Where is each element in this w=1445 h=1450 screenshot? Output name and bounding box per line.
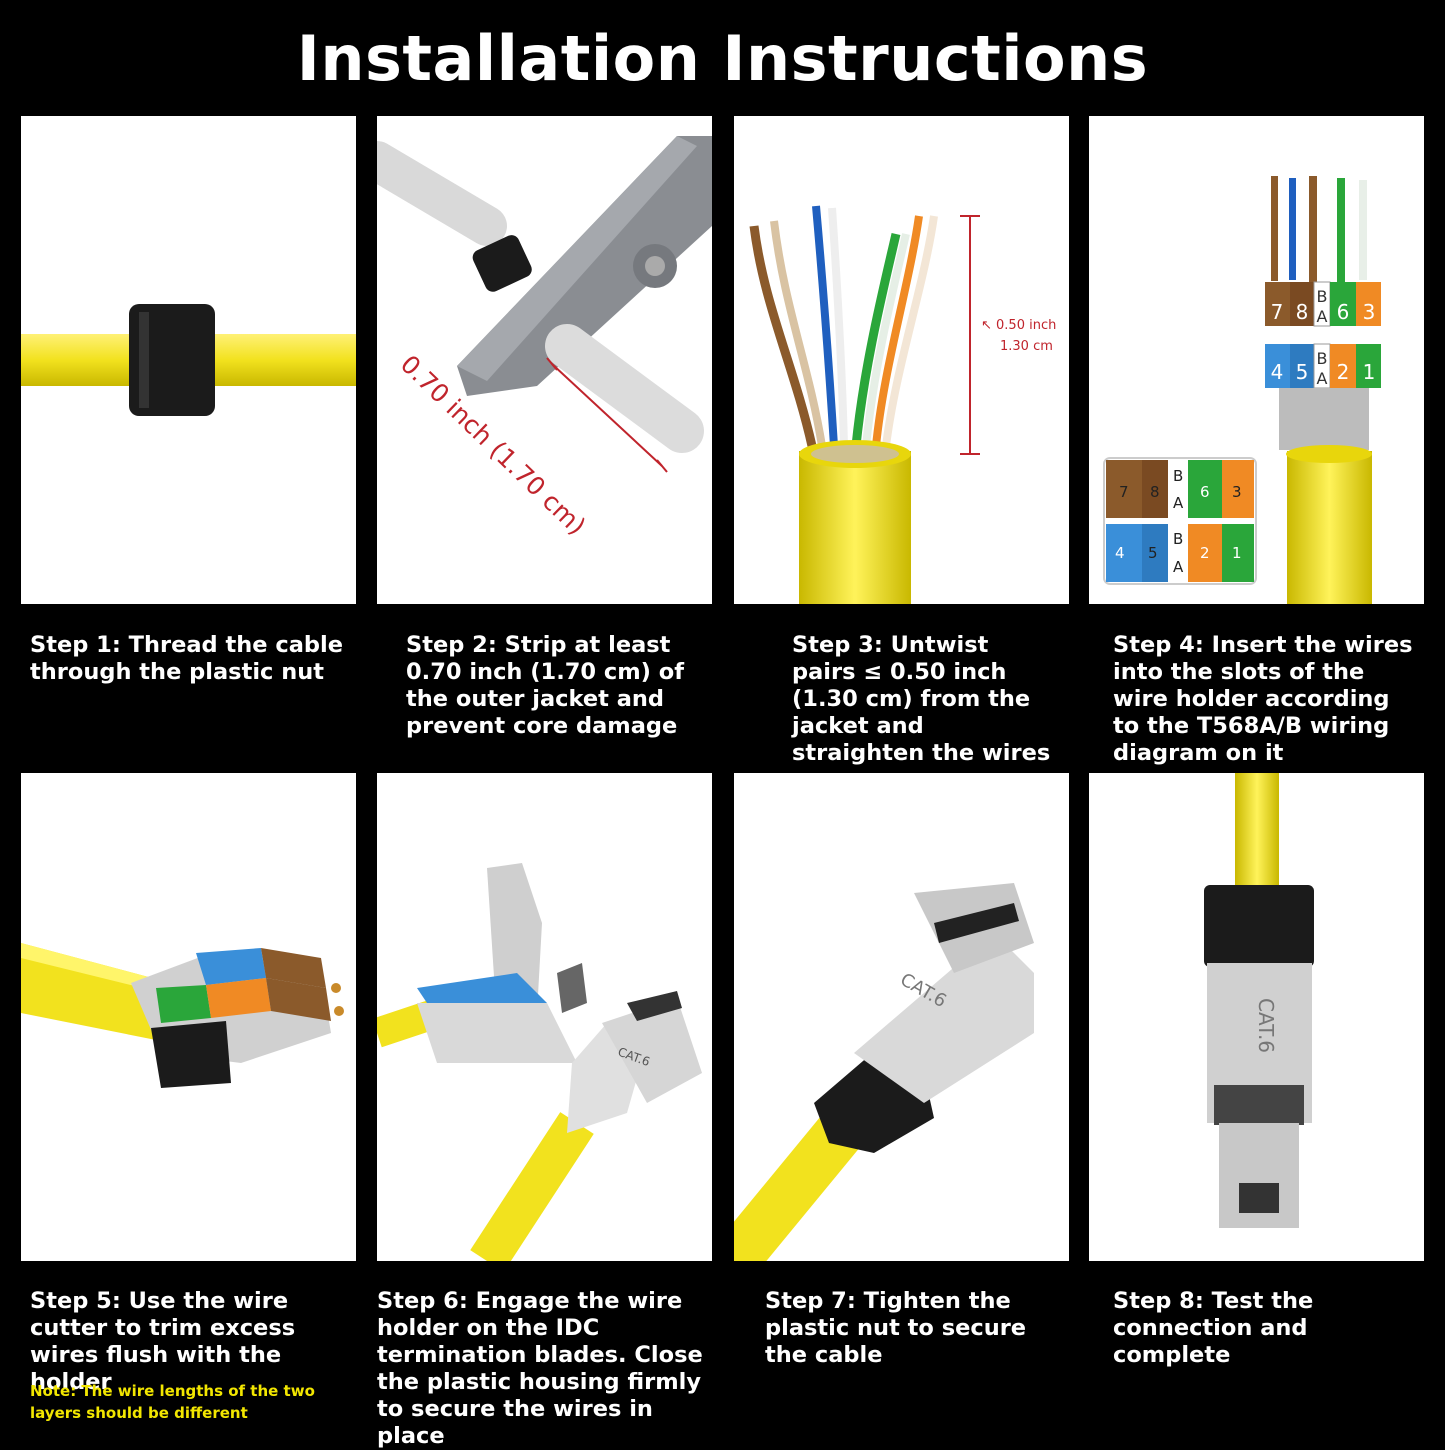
step-8-caption: Step 8: Test the connection and complete: [1113, 1288, 1314, 1368]
svg-text:B: B: [1317, 287, 1328, 306]
step-4-image: 7 8 B A 6 3 4 5 B A 2 1: [1089, 116, 1424, 604]
svg-text:7: 7: [1271, 300, 1284, 324]
step-5-note: Note: The wire lengths of the two layers…: [30, 1382, 315, 1422]
svg-text:B: B: [1317, 349, 1328, 368]
svg-text:5: 5: [1148, 544, 1158, 562]
svg-text:1: 1: [1232, 544, 1242, 562]
svg-text:B: B: [1173, 530, 1183, 548]
step-2-caption: Step 2: Strip at least 0.70 inch (1.70 c…: [406, 632, 685, 739]
svg-text:A: A: [1317, 369, 1328, 388]
svg-text:3: 3: [1363, 300, 1376, 324]
svg-text:8: 8: [1296, 300, 1309, 324]
svg-text:2: 2: [1200, 544, 1210, 562]
step-7-caption: Step 7: Tighten the plastic nut to secur…: [765, 1288, 1027, 1368]
svg-text:7: 7: [1119, 483, 1129, 501]
svg-text:4: 4: [1271, 360, 1284, 384]
step-1-image: [21, 116, 356, 604]
holder-blue: [196, 948, 266, 985]
svg-text:A: A: [1173, 558, 1184, 576]
plastic-nut: [1204, 885, 1314, 967]
svg-text:6: 6: [1337, 300, 1350, 324]
svg-text:3: 3: [1232, 483, 1242, 501]
svg-text:B: B: [1173, 467, 1183, 485]
svg-text:CAT.6: CAT.6: [1254, 998, 1278, 1053]
step-6-image: CAT.6: [377, 773, 712, 1261]
step-8-image: CAT.6: [1089, 773, 1424, 1261]
wire-holder-bottom-row: 4 5 B A 2 1: [1265, 343, 1381, 389]
svg-text:4: 4: [1115, 544, 1125, 562]
step-2-image: 0.70 inch (1.70 cm): [377, 116, 712, 604]
cable-jacket: [799, 451, 911, 604]
plug-body: [854, 933, 1034, 1103]
svg-text:A: A: [1317, 307, 1328, 326]
svg-text:8: 8: [1150, 483, 1160, 501]
svg-text:5: 5: [1296, 360, 1309, 384]
step-3-caption: Step 3: Untwist pairs ≤ 0.50 inch (1.30 …: [792, 632, 1051, 766]
plug-front: [602, 998, 702, 1103]
step-6-caption: Step 6: Engage the wire holder on the ID…: [377, 1288, 703, 1449]
step-3-image: ↖ 0.50 inch 1.30 cm: [734, 116, 1069, 604]
step-1-caption: Step 1: Thread the cable through the pla…: [30, 632, 343, 685]
svg-text:6: 6: [1200, 483, 1210, 501]
step-5-image: [21, 773, 356, 1261]
svg-text:A: A: [1173, 494, 1184, 512]
page-title: Installation Instructions: [296, 22, 1149, 95]
untwist-inch-label: ↖ 0.50 inch: [981, 318, 1056, 333]
svg-text:2: 2: [1337, 360, 1350, 384]
untwist-cm-label: 1.30 cm: [1000, 339, 1053, 354]
wire-holder-top-row: 7 8 B A 6 3: [1265, 281, 1381, 327]
step-4-caption: Step 4: Insert the wires into the slots …: [1113, 632, 1413, 766]
plastic-nut: [129, 304, 215, 416]
wiring-diagram: 7 8 B A 6 3 4 5 B A 2 1: [1103, 457, 1257, 585]
svg-text:1: 1: [1363, 360, 1376, 384]
step-7-image: CAT.6: [734, 773, 1069, 1261]
step-5-caption: Step 5: Use the wire cutter to trim exce…: [30, 1288, 296, 1395]
